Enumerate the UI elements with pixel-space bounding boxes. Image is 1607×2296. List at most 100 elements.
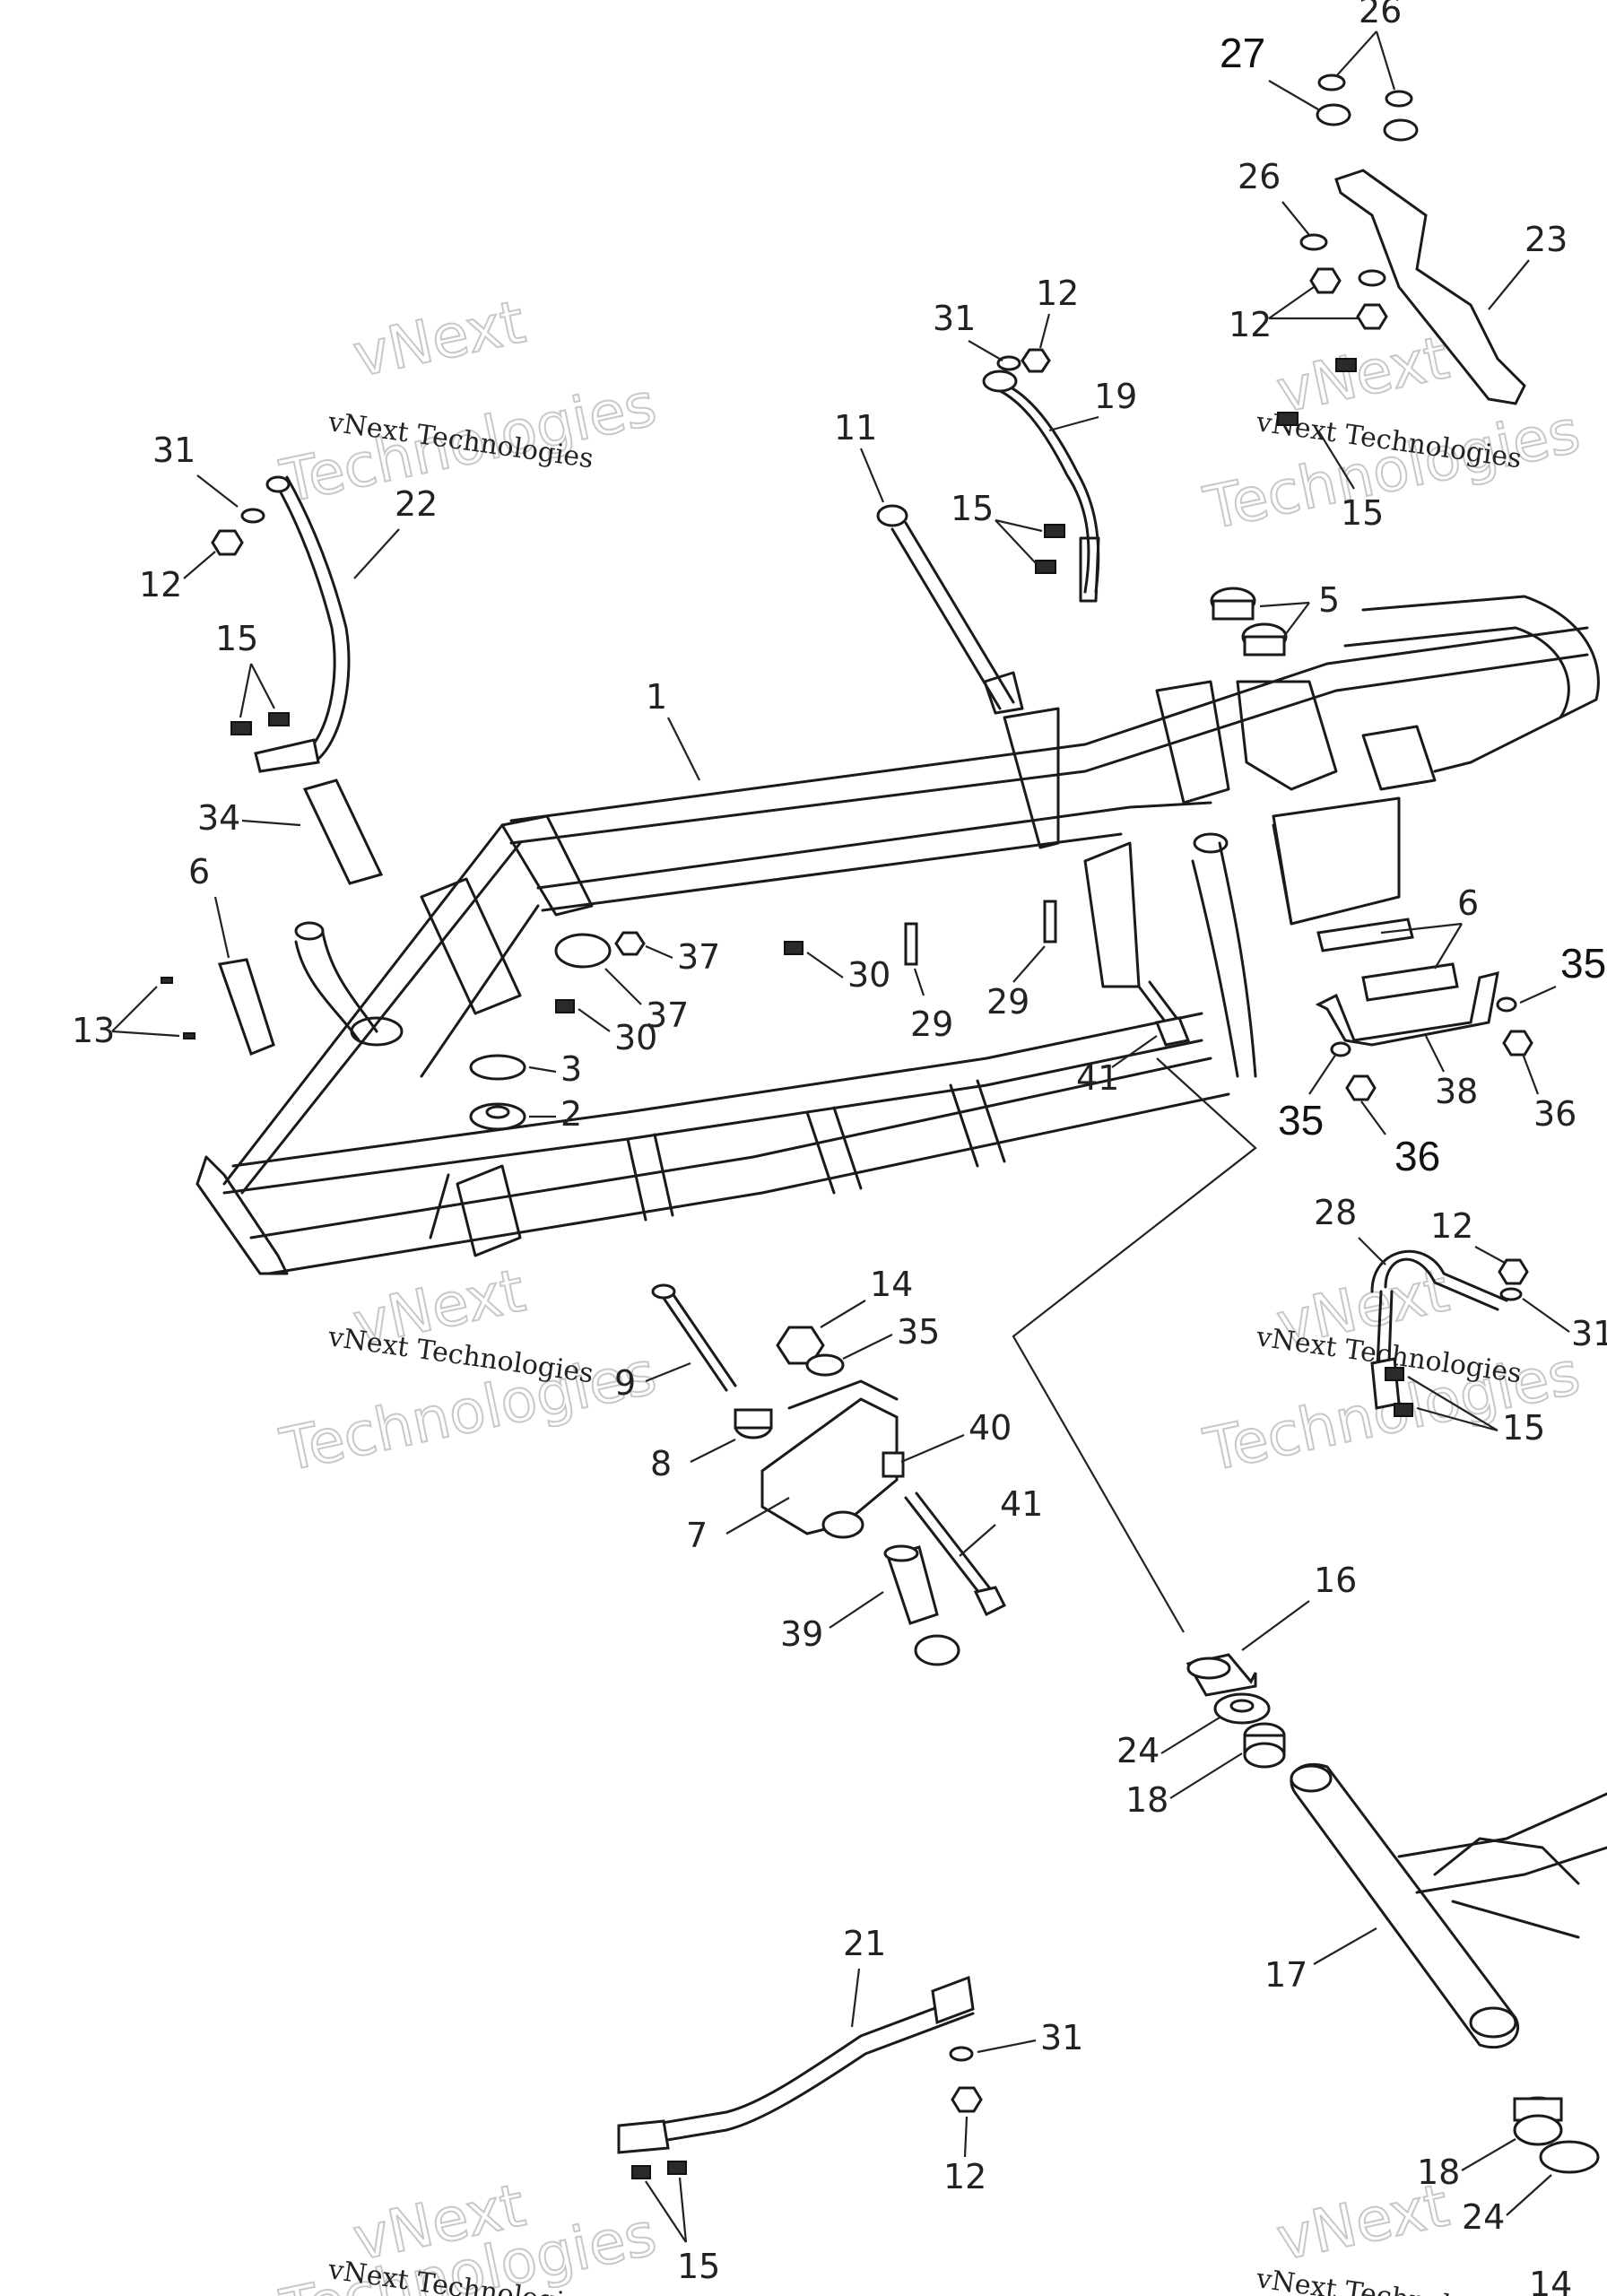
part-15-bolts-bottom <box>631 2161 687 2179</box>
part-39-bracket <box>1315 970 1499 1047</box>
part-13-nut-28 <box>1498 1258 1529 1285</box>
callout-30-left: 31 <box>152 430 195 470</box>
part-32-pad <box>302 778 384 885</box>
part-40-tube <box>883 1544 960 1666</box>
callout-30-28: 31 <box>1571 1314 1607 1353</box>
part-13-nuts-right <box>1309 267 1388 330</box>
callout-15-28: 15 <box>1502 1408 1545 1448</box>
callout-41: 41 <box>1000 1484 1043 1524</box>
callout-13-bottom: 12 <box>943 2157 986 2196</box>
part-34-nut-right <box>1345 1030 1533 1101</box>
part-13-nut-top <box>1021 348 1051 373</box>
callout-36: 37 <box>677 937 720 977</box>
part-13-nut-bottom <box>951 2086 983 2113</box>
callout-30-top: 31 <box>933 299 976 338</box>
part-30-washer-top <box>996 355 1021 371</box>
leader-frame-to-16 <box>1012 1057 1257 1633</box>
callout-15-bottom: 15 <box>677 2247 720 2286</box>
watermark-bottom-left: vNext Technologies vNext Technologies <box>274 2170 663 2296</box>
part-30-washer-28 <box>1499 1287 1523 1301</box>
part-11-screws <box>161 977 195 1039</box>
part-15-bolts-right <box>1277 358 1357 426</box>
callout-18-top: 18 <box>1125 1780 1168 1820</box>
callout-42: 14 <box>870 1265 913 1304</box>
callout-23: 23 <box>1524 220 1568 259</box>
callout-15-left: 15 <box>215 619 258 658</box>
svg-text:vNext: vNext <box>347 287 531 390</box>
callout-1: 1 <box>646 677 667 717</box>
callout-7: 7 <box>686 1516 708 1555</box>
part-31-bolts <box>555 941 804 1013</box>
part-21-rod <box>617 1975 975 2154</box>
part-5-castle-nuts <box>1210 587 1288 657</box>
part-18-bushing-bottom <box>1513 2096 1563 2146</box>
part-27-nuts <box>1316 103 1419 142</box>
callout-33-mid: 35 <box>897 1312 940 1352</box>
callout-32: 34 <box>197 798 240 838</box>
callout-16: 16 <box>1314 1561 1357 1600</box>
callout-29-left: 29 <box>910 1004 953 1044</box>
callout-26-mid: 26 <box>1238 157 1281 196</box>
part-9-bolt <box>651 1283 737 1392</box>
callout-8: 8 <box>650 1444 672 1483</box>
callout-30-bottom: 31 <box>1040 2018 1083 2057</box>
callout-13-28: 12 <box>1430 1206 1473 1246</box>
callout-19: 19 <box>1094 377 1137 416</box>
part-24-washer-bottom <box>1539 2140 1600 2174</box>
callout-6: 6 <box>1457 883 1479 923</box>
main-frame <box>195 595 1600 1275</box>
callout-21: 21 <box>843 1924 886 1963</box>
callout-28: 28 <box>1314 1193 1357 1232</box>
part-18-bushing <box>1243 1722 1286 1769</box>
callout-26-top: 26 <box>1359 0 1402 30</box>
svg-text:vNext: vNext <box>1271 323 1455 426</box>
part-22-handle <box>254 475 351 773</box>
part-16-sleeve <box>1186 1653 1257 1697</box>
part-7-mount <box>760 1379 899 1539</box>
callout-2: 2 <box>560 1094 582 1134</box>
part-19-rod <box>982 370 1100 603</box>
callout-9: 9 <box>614 1363 636 1403</box>
part-10-plate <box>217 958 275 1056</box>
watermark-top-right: vNext Technologies vNext Technologies <box>1197 322 1586 544</box>
part-37-bolt <box>1137 980 1191 1047</box>
callout-29-right: 29 <box>986 982 1029 1022</box>
callout-24-bottom: 24 <box>1462 2197 1505 2237</box>
part-24-washer <box>1213 1692 1271 1725</box>
callout-5: 5 <box>1318 580 1340 620</box>
callout-27: 27 <box>1220 30 1265 76</box>
part-29-pins <box>904 900 1057 966</box>
part-3-circlip <box>469 1054 526 1081</box>
callout-12: 11 <box>834 408 877 448</box>
callout-13-right: 12 <box>1229 305 1272 344</box>
watermark-top-left: vNext Technologies vNext Technologies <box>274 286 663 517</box>
callout-15-right: 15 <box>1341 493 1384 533</box>
watermark-mid-left: vNext Technologies vNext Technologies <box>274 1255 663 1486</box>
part-35-clamp <box>554 933 612 969</box>
callout-10: 6 <box>188 852 210 891</box>
part-26-washers-top <box>1299 74 1413 287</box>
part-15-bolts-28 <box>1385 1367 1413 1417</box>
callout-40: 39 <box>780 1614 823 1654</box>
callout-33-left: 35 <box>1278 1097 1324 1144</box>
part-23-bracket <box>1334 169 1526 405</box>
callout-24-top: 24 <box>1116 1731 1160 1770</box>
callout-38: 40 <box>969 1408 1012 1448</box>
part-33-washer-right <box>1330 996 1517 1057</box>
part-17-swingarm <box>1290 1762 1607 2049</box>
callout-35: 37 <box>646 996 689 1035</box>
callout-3: 3 <box>560 1049 582 1089</box>
part-36-nut <box>614 931 646 956</box>
callout-22: 22 <box>395 484 438 524</box>
callout-13-left: 12 <box>139 565 182 604</box>
callout-31-right: 30 <box>847 955 890 995</box>
part-41-bolt <box>904 1492 1007 1617</box>
part-33-washer-mid <box>805 1353 845 1377</box>
callout-14: 14 <box>1529 2265 1572 2296</box>
part-38-fitting <box>882 1451 905 1478</box>
part-30-washer-left <box>240 508 265 524</box>
part-12-bolt <box>876 504 1024 715</box>
callout-13-top: 12 <box>1036 274 1079 313</box>
callout-31-left: 30 <box>614 1018 657 1057</box>
